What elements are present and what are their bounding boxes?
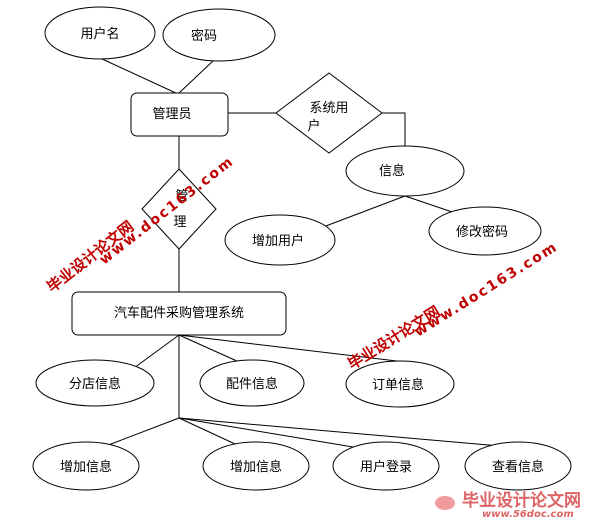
entity-admin: 管理员 — [130, 92, 229, 137]
attr-add-user-label: 增加用户 — [252, 233, 304, 249]
attr-order-info: 订单信息 — [345, 360, 455, 408]
attr-add-info-2: 增加信息 — [202, 441, 310, 491]
entity-admin-label: 管理员 — [152, 107, 191, 122]
entity-system: 汽车配件采购管理系统 — [71, 291, 287, 336]
attr-password: 密码 — [162, 8, 276, 62]
attr-branch-info-label: 分店信息 — [69, 376, 121, 392]
line-to-branchinfo — [133, 334, 180, 369]
line-to-viewinfo — [178, 417, 501, 447]
relation-manage: 管 理 — [141, 168, 217, 250]
footer-logo-url: www.56doc.com — [482, 509, 574, 520]
attr-order-info-label: 订单信息 — [372, 377, 424, 393]
attr-change-password: 修改密码 — [428, 206, 542, 256]
relation-system-user-line1: 系统用 — [309, 101, 348, 116]
relation-manage-line1: 管 — [175, 189, 188, 204]
line-username-admin — [99, 57, 179, 95]
attr-view-info: 查看信息 — [464, 441, 572, 491]
watermark-1: 毕业设计论文网 — [43, 217, 137, 296]
entity-system-label: 汽车配件采购管理系统 — [114, 305, 244, 321]
line-to-addinfo1 — [97, 417, 180, 450]
attr-branch-info: 分店信息 — [35, 359, 155, 407]
footer-logo-cn: 毕业设计论文网 — [462, 490, 581, 511]
line-systemuser-info — [382, 112, 406, 147]
attr-add-info-2-label: 增加信息 — [230, 459, 282, 475]
attr-user-login: 用户登录 — [332, 441, 440, 491]
line-to-userlogin — [178, 417, 366, 450]
attr-add-info-1-label: 增加信息 — [60, 459, 112, 475]
attr-view-info-label: 查看信息 — [492, 459, 544, 475]
line-password-admin — [177, 59, 215, 95]
attr-username-label: 用户名 — [80, 26, 119, 42]
line-to-orderinfo — [178, 334, 406, 363]
attr-parts-info: 配件信息 — [199, 359, 305, 407]
watermark-1-url: www.doc163.com — [97, 153, 238, 268]
footer-logo-mark — [435, 496, 455, 510]
watermark-1-url-text: www.doc163.com — [97, 153, 238, 268]
attr-username: 用户名 — [44, 6, 156, 60]
attr-password-label: 密码 — [191, 28, 217, 44]
footer-logo: 毕业设计论文网 www.56doc.com — [435, 490, 581, 520]
attr-add-user: 增加用户 — [224, 214, 336, 266]
attr-info-label: 信息 — [379, 163, 405, 179]
relation-manage-line2: 理 — [173, 215, 186, 230]
relation-system-user: 系统用 户 — [275, 72, 383, 154]
attr-info: 信息 — [345, 145, 465, 197]
attr-user-login-label: 用户登录 — [360, 459, 412, 475]
watermark-1-cn: 毕业设计论文网 — [43, 217, 137, 296]
relation-system-user-line2: 户 — [307, 118, 320, 134]
attr-change-password-label: 修改密码 — [456, 224, 508, 240]
attr-add-info-1: 增加信息 — [32, 441, 140, 491]
attr-parts-info-label: 配件信息 — [226, 376, 278, 392]
